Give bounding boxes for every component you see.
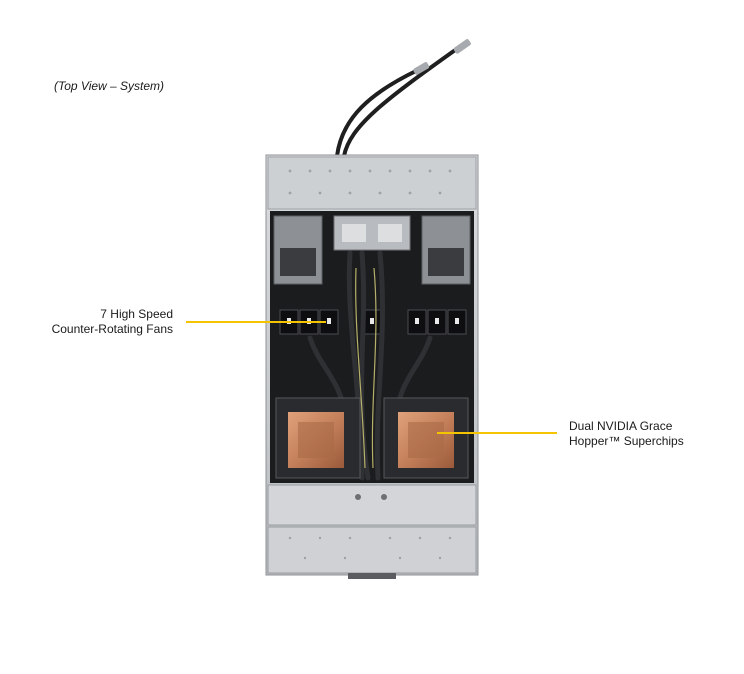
coolant-hoses xyxy=(335,46,460,158)
server-top-view-illustration xyxy=(265,39,479,579)
leader-line-fans xyxy=(186,321,326,323)
front-panel-lower xyxy=(267,526,477,574)
hose-fittings xyxy=(413,39,471,75)
front-io-connectors xyxy=(348,573,396,579)
cable-bundles xyxy=(307,250,433,481)
rear-panel xyxy=(267,156,477,210)
caption: (Top View – System) xyxy=(54,79,165,93)
callout-superchips-line1: Dual NVIDIA Grace xyxy=(569,419,673,433)
callout-superchips-line2: Hopper™ Superchips xyxy=(569,434,684,448)
callout-fans-line2: Counter-Rotating Fans xyxy=(51,322,173,336)
leader-line-superchips xyxy=(437,432,557,434)
callout-fans-line1: 7 High Speed xyxy=(100,307,173,321)
rear-panel-holes xyxy=(288,169,452,195)
callout-superchips-label: Dual NVIDIA Grace Hopper™ Superchips xyxy=(569,419,684,449)
front-panel-upper xyxy=(267,484,477,526)
callout-fans-label: 7 High Speed Counter-Rotating Fans xyxy=(52,307,173,337)
